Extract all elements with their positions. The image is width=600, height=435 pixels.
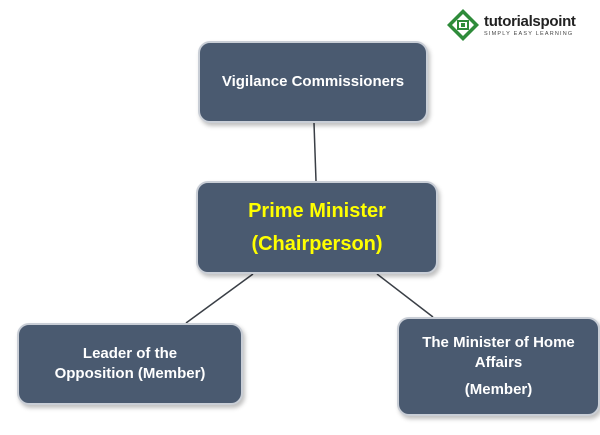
node-home-line-3: (Member) xyxy=(464,380,533,398)
node-vigilance-label: Vigilance Commissioners xyxy=(221,72,405,90)
node-home-line-2: Affairs xyxy=(474,354,523,372)
connector-pm-home xyxy=(376,273,434,318)
connector-pm-leader xyxy=(185,273,254,324)
node-leader-line-2: Opposition (Member) xyxy=(54,365,206,382)
node-pm-title: Prime Minister xyxy=(248,199,386,222)
node-home-minister: The Minister of Home Affairs (Member) xyxy=(397,317,600,416)
logo-mark-icon xyxy=(447,9,479,41)
node-leader-of-opposition: Leader of the Opposition (Member) xyxy=(17,323,243,405)
logo-brand-text: tutorialspoint xyxy=(484,13,576,30)
node-leader-line-1: Leader of the xyxy=(82,344,178,362)
tutorialspoint-logo: tutorialspoint SIMPLY EASY LEARNING xyxy=(446,6,596,46)
connector-vigilance-pm xyxy=(313,122,317,182)
node-pm-role: (Chairperson) xyxy=(251,232,383,255)
node-prime-minister: Prime Minister (Chairperson) xyxy=(196,181,438,274)
node-home-line-1: The Minister of Home xyxy=(422,334,575,352)
logo-tagline: SIMPLY EASY LEARNING xyxy=(484,31,574,37)
node-vigilance-commissioners: Vigilance Commissioners xyxy=(198,41,428,123)
